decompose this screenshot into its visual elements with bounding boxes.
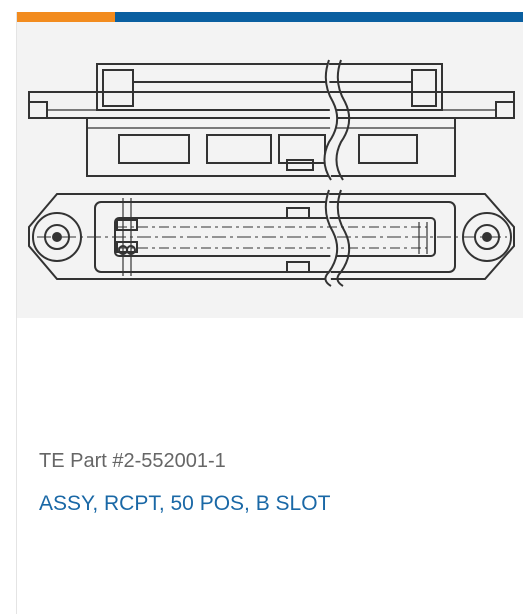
accent-bar xyxy=(17,12,523,22)
accent-bar-orange xyxy=(17,12,115,22)
product-title-link[interactable]: ASSY, RCPT, 50 POS, B SLOT xyxy=(39,492,331,515)
product-image[interactable] xyxy=(17,22,523,318)
product-card[interactable]: TE Part #2-552001-1 ASSY, RCPT, 50 POS, … xyxy=(16,12,523,614)
part-number: TE Part #2-552001-1 xyxy=(39,450,226,472)
connector-drawing-icon xyxy=(28,59,515,287)
accent-bar-blue xyxy=(115,12,523,22)
